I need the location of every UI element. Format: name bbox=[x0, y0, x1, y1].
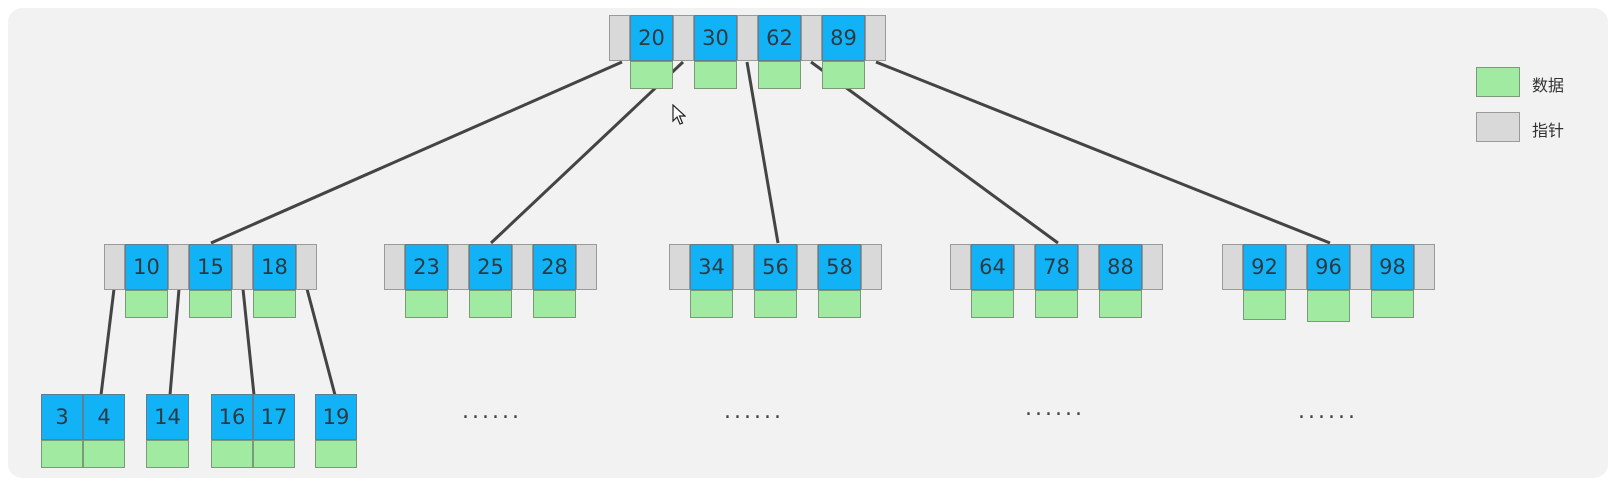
root-data bbox=[630, 61, 673, 89]
node-pointer bbox=[1142, 244, 1163, 290]
node-pointer bbox=[1014, 244, 1035, 290]
node-key: 28 bbox=[533, 244, 576, 290]
node-pointer bbox=[1350, 244, 1371, 290]
edge-root-to-node-34-56-58 bbox=[745, 61, 780, 244]
root-pointer-4 bbox=[865, 15, 886, 61]
legend-data-label: 数据 bbox=[1532, 76, 1565, 95]
node-pointer bbox=[448, 244, 469, 290]
node-pointer bbox=[733, 244, 754, 290]
legend-pointer-label: 指针 bbox=[1532, 121, 1565, 140]
leaf-key: 19 bbox=[315, 394, 357, 440]
node-key: 25 bbox=[469, 244, 512, 290]
root-data bbox=[822, 61, 865, 89]
node-pointer bbox=[669, 244, 690, 290]
root-data bbox=[758, 61, 801, 89]
leaf-data bbox=[211, 440, 253, 468]
edge-root-to-node-64-78-88 bbox=[810, 60, 1059, 245]
node-pointer bbox=[950, 244, 971, 290]
leaf-key: 4 bbox=[83, 394, 125, 440]
node-pointer bbox=[1414, 244, 1435, 290]
ellipsis: ...... bbox=[1025, 396, 1085, 421]
node-pointer bbox=[576, 244, 597, 290]
node-data bbox=[1243, 290, 1286, 320]
leaf-key: 16 bbox=[211, 394, 253, 440]
node-pointer bbox=[797, 244, 818, 290]
node-pointer bbox=[512, 244, 533, 290]
node-data bbox=[690, 290, 733, 318]
node-key: 15 bbox=[189, 244, 232, 290]
node-pointer bbox=[168, 244, 189, 290]
node-data bbox=[1035, 290, 1078, 318]
root-pointer-2 bbox=[737, 15, 758, 61]
leaf-data bbox=[83, 440, 125, 468]
root-data bbox=[694, 61, 737, 89]
edge-node-to-leaf-14 bbox=[168, 288, 181, 396]
node-data bbox=[971, 290, 1014, 318]
node-pointer bbox=[861, 244, 882, 290]
node-data bbox=[818, 290, 861, 318]
node-pointer bbox=[384, 244, 405, 290]
node-key: 58 bbox=[818, 244, 861, 290]
node-key: 88 bbox=[1099, 244, 1142, 290]
node-data bbox=[533, 290, 576, 318]
ellipsis: ...... bbox=[724, 399, 784, 424]
leaf-data bbox=[315, 440, 357, 468]
leaf-data bbox=[253, 440, 295, 468]
node-key: 34 bbox=[690, 244, 733, 290]
root-pointer-3 bbox=[801, 15, 822, 61]
ellipsis: ...... bbox=[462, 399, 522, 424]
root-key: 30 bbox=[694, 15, 737, 61]
node-data bbox=[469, 290, 512, 318]
node-pointer bbox=[1222, 244, 1243, 290]
edge-root-to-node-92-96-98 bbox=[875, 60, 1331, 245]
node-data bbox=[1371, 290, 1414, 318]
node-key: 18 bbox=[253, 244, 296, 290]
ellipsis: ...... bbox=[1298, 399, 1358, 424]
node-data bbox=[189, 290, 232, 318]
node-pointer bbox=[104, 244, 125, 290]
node-key: 10 bbox=[125, 244, 168, 290]
leaf-key: 17 bbox=[253, 394, 295, 440]
edge-root-to-node-10-15-18 bbox=[210, 60, 623, 245]
node-data bbox=[253, 290, 296, 318]
root-pointer-0 bbox=[609, 15, 630, 61]
leaf-key: 14 bbox=[146, 394, 189, 440]
root-key: 20 bbox=[630, 15, 673, 61]
node-data bbox=[1099, 290, 1142, 318]
leaf-key: 3 bbox=[41, 394, 83, 440]
node-key: 56 bbox=[754, 244, 797, 290]
node-data bbox=[754, 290, 797, 318]
node-key: 92 bbox=[1243, 244, 1286, 290]
legend-pointer-swatch bbox=[1476, 112, 1520, 142]
leaf-data bbox=[146, 440, 189, 468]
root-pointer-1 bbox=[673, 15, 694, 61]
legend-data-swatch bbox=[1476, 67, 1520, 97]
edge-node-to-leaf-3-4 bbox=[99, 288, 116, 396]
node-key: 23 bbox=[405, 244, 448, 290]
edge-root-to-node-23-25-28 bbox=[489, 60, 685, 245]
edge-node-to-leaf-16-17 bbox=[241, 288, 256, 396]
leaf-data bbox=[41, 440, 83, 468]
node-key: 64 bbox=[971, 244, 1014, 290]
node-pointer bbox=[296, 244, 317, 290]
root-key: 62 bbox=[758, 15, 801, 61]
node-key: 96 bbox=[1307, 244, 1350, 290]
root-key: 89 bbox=[822, 15, 865, 61]
node-key: 78 bbox=[1035, 244, 1078, 290]
edge-node-to-leaf-19 bbox=[305, 288, 337, 396]
node-data bbox=[405, 290, 448, 318]
node-data bbox=[1307, 290, 1350, 322]
node-data bbox=[125, 290, 168, 318]
node-key: 98 bbox=[1371, 244, 1414, 290]
node-pointer bbox=[1286, 244, 1307, 290]
node-pointer bbox=[232, 244, 253, 290]
mouse-cursor-icon bbox=[672, 104, 686, 125]
node-pointer bbox=[1078, 244, 1099, 290]
